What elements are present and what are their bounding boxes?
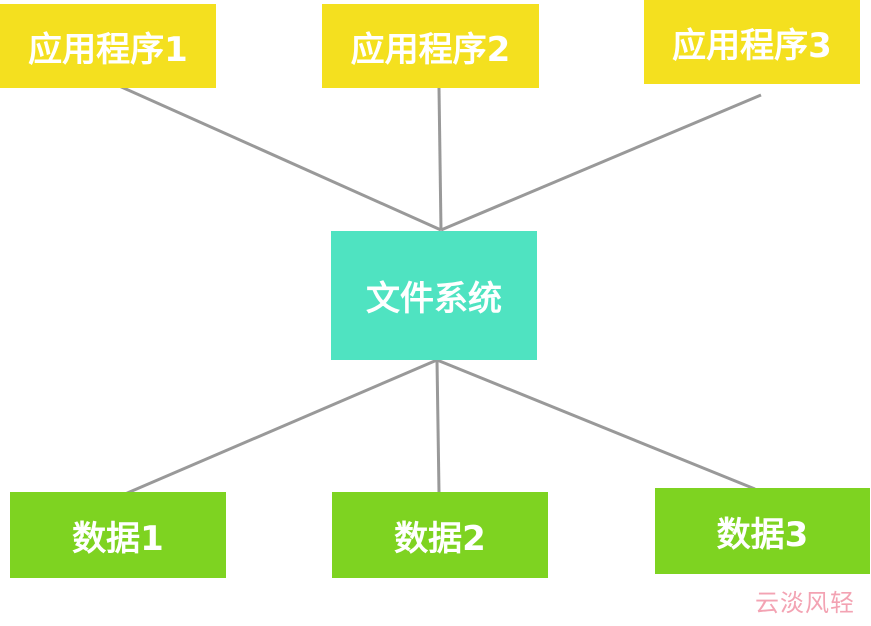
application-label-2: 应用程序2 <box>350 29 511 70</box>
data-node-1: 数据1 <box>10 492 226 578</box>
application-node-3: 应用程序3 <box>644 0 860 84</box>
data-node-3: 数据3 <box>655 488 870 574</box>
data-label-1: 数据1 <box>72 518 164 559</box>
application-node-2: 应用程序2 <box>322 4 539 88</box>
file-system-node: 文件系统 <box>331 231 537 360</box>
connector-app1-to-fs <box>116 83 442 232</box>
connector-fs-to-data2 <box>435 359 441 493</box>
data-node-2: 数据2 <box>332 492 548 578</box>
connector-fs-to-data1 <box>124 358 438 496</box>
watermark-text: 云淡风轻 <box>755 589 855 617</box>
file-system-label: 文件系统 <box>366 279 502 319</box>
connector-fs-to-data3 <box>436 358 756 491</box>
application-label-1: 应用程序1 <box>28 29 188 70</box>
application-node-1: 应用程序1 <box>0 4 216 88</box>
connector-app2-to-fs <box>437 87 443 231</box>
data-label-3: 数据3 <box>716 514 809 555</box>
application-label-3: 应用程序3 <box>672 25 832 66</box>
connector-app3-to-fs <box>440 93 762 232</box>
data-label-2: 数据2 <box>394 518 486 559</box>
